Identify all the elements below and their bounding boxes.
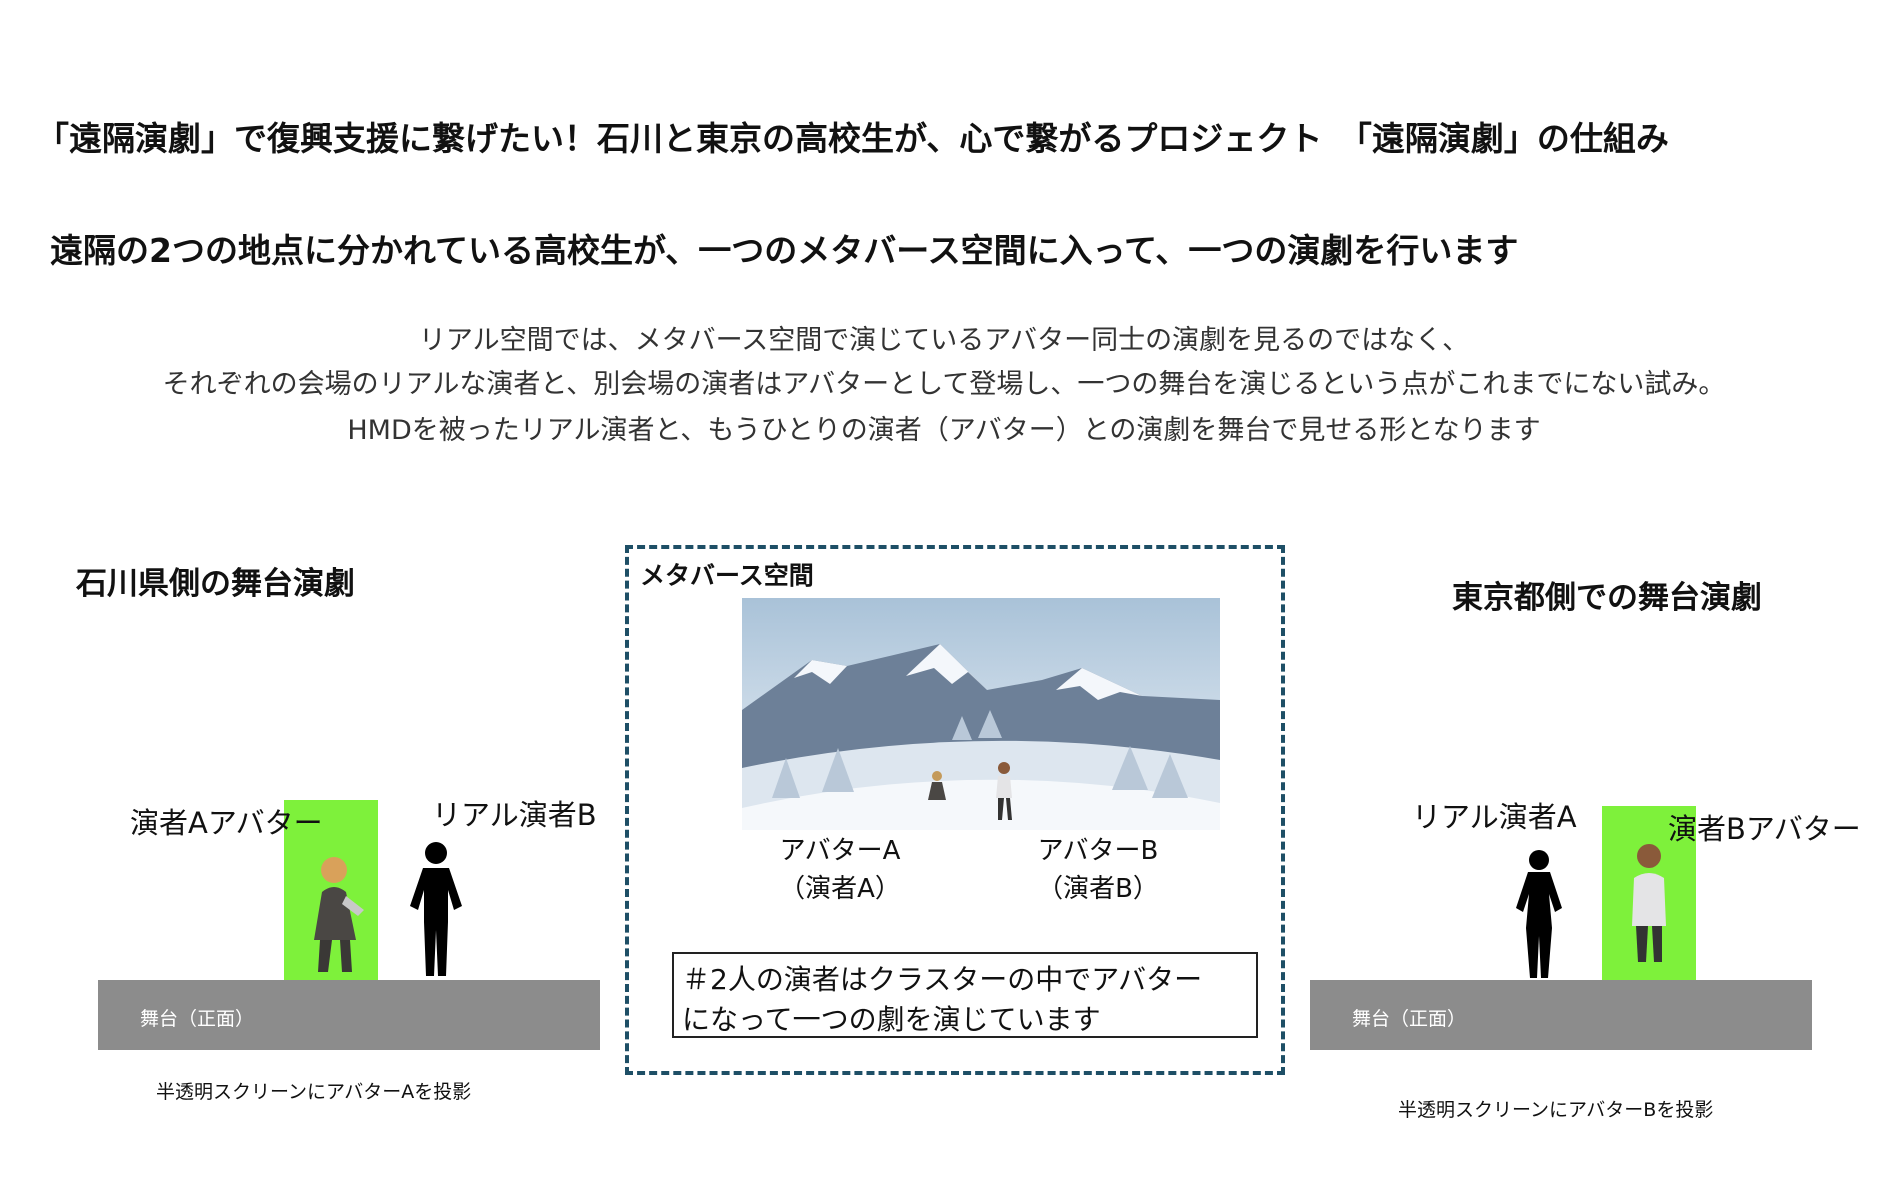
ishikawa-stage: 舞台（正面） bbox=[98, 980, 600, 1050]
tokyo-heading: 東京都側での舞台演劇 bbox=[1452, 580, 1762, 616]
description-line-2: それぞれの会場のリアルな演者と、別会場の演者はアバターとして登場し、一つの舞台を… bbox=[162, 369, 1726, 400]
avatar-a-performer: （演者A） bbox=[779, 874, 901, 904]
avatar-a-scene-label: アバターA （演者A） bbox=[740, 832, 940, 908]
description-line-3: HMDを被ったリアル演者と、もうひとりの演者（アバター）との演劇を舞台で見せる形… bbox=[347, 415, 1541, 446]
avatar-a-label: 演者Aアバター bbox=[130, 806, 323, 840]
translucent-screen-a bbox=[284, 800, 378, 982]
avatar-b-performer: （演者B） bbox=[1037, 874, 1159, 904]
tokyo-caption: 半透明スクリーンにアバターBを投影 bbox=[1398, 1099, 1714, 1121]
tokyo-stage: 舞台（正面） bbox=[1310, 980, 1812, 1050]
snow-mountain-scene bbox=[742, 598, 1220, 830]
real-performer-b-silhouette bbox=[410, 842, 462, 976]
metaverse-title: メタバース空間 bbox=[640, 561, 814, 590]
ishikawa-stage-label: 舞台（正面） bbox=[140, 1008, 255, 1030]
avatar-a-name: アバターA bbox=[779, 836, 901, 866]
real-performer-a-silhouette bbox=[1516, 850, 1562, 978]
real-performer-b-label: リアル演者B bbox=[432, 798, 597, 832]
translucent-screen-b bbox=[1602, 806, 1696, 982]
page-title: 「遠隔演劇」で復興支援に繋げたい！石川と東京の高校生が、心で繋がるプロジェクト … bbox=[36, 119, 1669, 158]
avatar-b-scene-label: アバターB （演者B） bbox=[998, 832, 1198, 908]
avatar-b-in-scene bbox=[996, 762, 1012, 820]
ishikawa-heading: 石川県側の舞台演劇 bbox=[76, 566, 355, 602]
avatar-b-name: アバターB bbox=[1037, 836, 1159, 866]
real-performer-a-label: リアル演者A bbox=[1412, 800, 1577, 834]
description-line-1: リアル空間では、メタバース空間で演じているアバター同士の演劇を見るのではなく、 bbox=[418, 325, 1470, 356]
avatar-b-figure bbox=[1632, 844, 1666, 962]
metaverse-note-line-2: になって一つの劇を演じています bbox=[682, 1003, 1101, 1036]
avatar-a-figure bbox=[314, 857, 364, 972]
avatar-a-in-scene bbox=[928, 771, 946, 800]
metaverse-note-line-1: ＃2人の演者はクラスターの中でアバター bbox=[682, 963, 1203, 996]
tokyo-stage-label: 舞台（正面） bbox=[1352, 1008, 1467, 1030]
ishikawa-caption: 半透明スクリーンにアバターAを投影 bbox=[156, 1081, 472, 1103]
page-subtitle: 遠隔の2つの地点に分かれている高校生が、一つのメタバース空間に入って、一つの演劇… bbox=[50, 231, 1519, 270]
avatar-b-label: 演者Bアバター bbox=[1668, 812, 1861, 846]
metaverse-box bbox=[625, 545, 1285, 1075]
metaverse-note: ＃2人の演者はクラスターの中でアバター になって一つの劇を演じています bbox=[672, 952, 1258, 1038]
